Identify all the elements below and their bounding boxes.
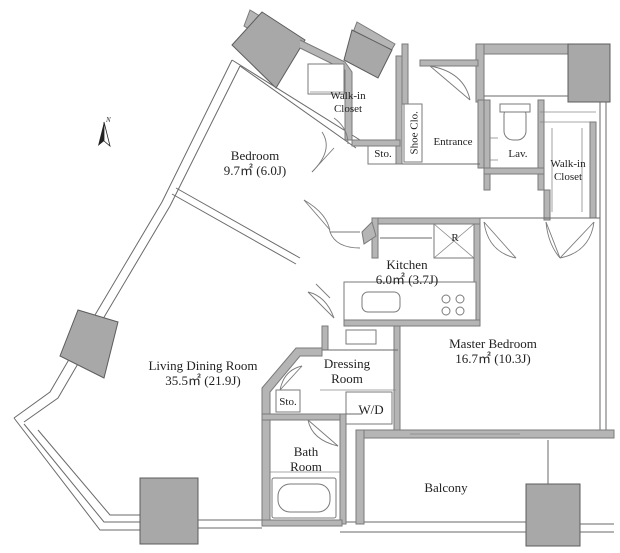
north-arrow-icon	[98, 121, 111, 148]
kitchen-area: 6.0㎡ (3.7J)	[375, 272, 439, 287]
bath-room-line1: Bath	[293, 444, 319, 459]
dressing-room-label: Dressing Room	[314, 356, 380, 386]
living-dining-area: 35.5㎡ (21.9J)	[165, 373, 241, 388]
storage-2-label: Sto.	[279, 396, 297, 408]
entrance-walls	[401, 43, 498, 169]
walk-in-closet-2-label: Walk-in Closet	[540, 158, 596, 184]
north-label: N	[106, 116, 111, 124]
bath-room-line2: Room	[290, 459, 322, 474]
bedroom-walls	[171, 59, 361, 265]
lavatory-label: Lav.	[508, 148, 528, 160]
outer-walls	[13, 9, 615, 547]
closet-2-walls	[480, 121, 600, 221]
storage-1-label: Sto.	[374, 148, 392, 160]
walk-in-closet-2-line1: Walk-in	[550, 158, 586, 170]
dressing-walls	[316, 325, 401, 431]
kitchen-walls	[343, 217, 481, 327]
kitchen-door	[307, 283, 335, 319]
refrigerator-label: R	[451, 232, 459, 244]
walk-in-closet-1-line2: Closet	[333, 103, 363, 115]
walk-in-closet-1-label: Walk-in Closet	[318, 90, 378, 116]
washer-dryer-label: W/D	[358, 402, 384, 417]
bedroom-area: 9.7㎡ (6.0J)	[223, 163, 287, 178]
dressing-room-line2: Room	[331, 371, 363, 386]
bedroom-name: Bedroom	[230, 148, 280, 163]
lavatory-walls	[483, 99, 596, 191]
kitchen-name: Kitchen	[386, 257, 428, 272]
master-bedroom-area: 16.7㎡ (10.3J)	[455, 351, 531, 366]
misc-doors	[329, 231, 361, 249]
kitchen-label: Kitchen 6.0㎡ (3.7J)	[352, 257, 462, 287]
walk-in-closet-1-line1: Walk-in	[330, 90, 366, 102]
master-bedroom-name: Master Bedroom	[449, 336, 537, 351]
balcony-label: Balcony	[424, 480, 468, 495]
bath-room-label: Bath Room	[276, 444, 336, 474]
walk-in-closet-2-line2: Closet	[553, 171, 583, 183]
dressing-room-line1: Dressing	[323, 356, 371, 371]
living-dining-label: Living Dining Room 35.5㎡ (21.9J)	[128, 358, 278, 388]
shoe-closet-label: Shoe Clo.	[408, 111, 421, 155]
living-dining-name: Living Dining Room	[148, 358, 258, 373]
entrance-label: Entrance	[433, 136, 473, 148]
master-bedroom-label: Master Bedroom 16.7㎡ (10.3J)	[428, 336, 558, 366]
closet-1-walls	[299, 39, 403, 165]
bath-walls	[261, 347, 365, 527]
master-doors	[483, 221, 595, 259]
bedroom-label: Bedroom 9.7㎡ (6.0J)	[200, 148, 310, 178]
